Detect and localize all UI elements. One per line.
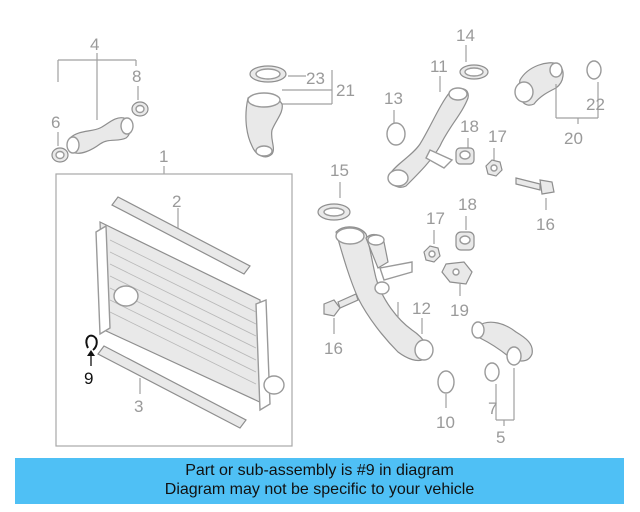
part-13-o-ring [386,122,406,146]
part-17-nut-bottom [423,245,441,263]
part-11-charge-pipe [387,87,469,188]
part-2-upper-air-guide [111,196,251,275]
callout-16-bottom: 16 [324,339,343,358]
bracket-4 [57,53,139,146]
intercooler-assembly-box [55,173,293,447]
part-16-bolt-top [515,177,555,210]
bracket-20 [555,82,599,124]
callout-12: 12 [412,299,431,318]
callout-9: 9 [84,369,93,388]
parts-diagram: 4 8 6 1 2 [51,26,605,447]
callout-20: 20 [564,129,583,148]
part-15-clamp [317,203,351,221]
callout-17-bottom: 17 [426,209,445,228]
callout-1: 1 [159,147,168,166]
bracket-5 [495,368,515,426]
part-9-clip [85,334,98,366]
part-18-grommet-bottom [455,231,475,251]
callout-10: 10 [436,413,455,432]
part-4-hose [66,117,134,154]
part-19-bracket [441,261,473,296]
part-10-o-ring [437,370,455,408]
part-1-intercooler-core [95,221,285,412]
callout-14: 14 [456,26,475,45]
part-6-seal-ring [51,147,69,163]
callout-4: 4 [90,35,99,54]
part-22-o-ring [586,60,602,80]
part-14-clamp [459,64,489,80]
part-8-seal-ring [131,101,149,117]
callout-8: 8 [132,67,141,86]
callout-7: 7 [488,399,497,418]
bracket-21 [282,70,333,105]
callout-18-top: 18 [460,117,479,136]
callout-23: 23 [306,69,325,88]
part-3-lower-air-guide [97,345,247,429]
callout-15: 15 [330,161,349,180]
callout-18-bottom: 18 [458,195,477,214]
callout-11: 11 [430,57,448,76]
banner-line-part: Part or sub-assembly is #9 in diagram [185,462,454,479]
callout-2: 2 [172,192,181,211]
part-12-charge-pipe [335,226,434,362]
callout-21: 21 [336,81,355,100]
banner-line-disclaimer: Diagram may not be specific to your vehi… [164,481,475,498]
callout-17-top: 17 [488,127,507,146]
part-23-clamp [249,65,306,83]
callout-16-top: 16 [536,215,555,234]
callout-6: 6 [51,113,60,132]
info-banner: Part or sub-assembly is #9 in diagram Di… [15,458,624,504]
part-18-grommet-top [455,147,475,165]
callout-5: 5 [496,428,505,447]
part-7-o-ring [484,362,500,382]
part-16-bolt-bottom [323,293,359,334]
part-5-hose [471,321,533,366]
callout-13: 13 [384,89,403,108]
part-17-nut-top [485,159,503,177]
callout-19: 19 [450,301,469,320]
callout-3: 3 [134,397,143,416]
callout-22: 22 [586,95,605,114]
part-21-intake-pipe [245,92,283,158]
